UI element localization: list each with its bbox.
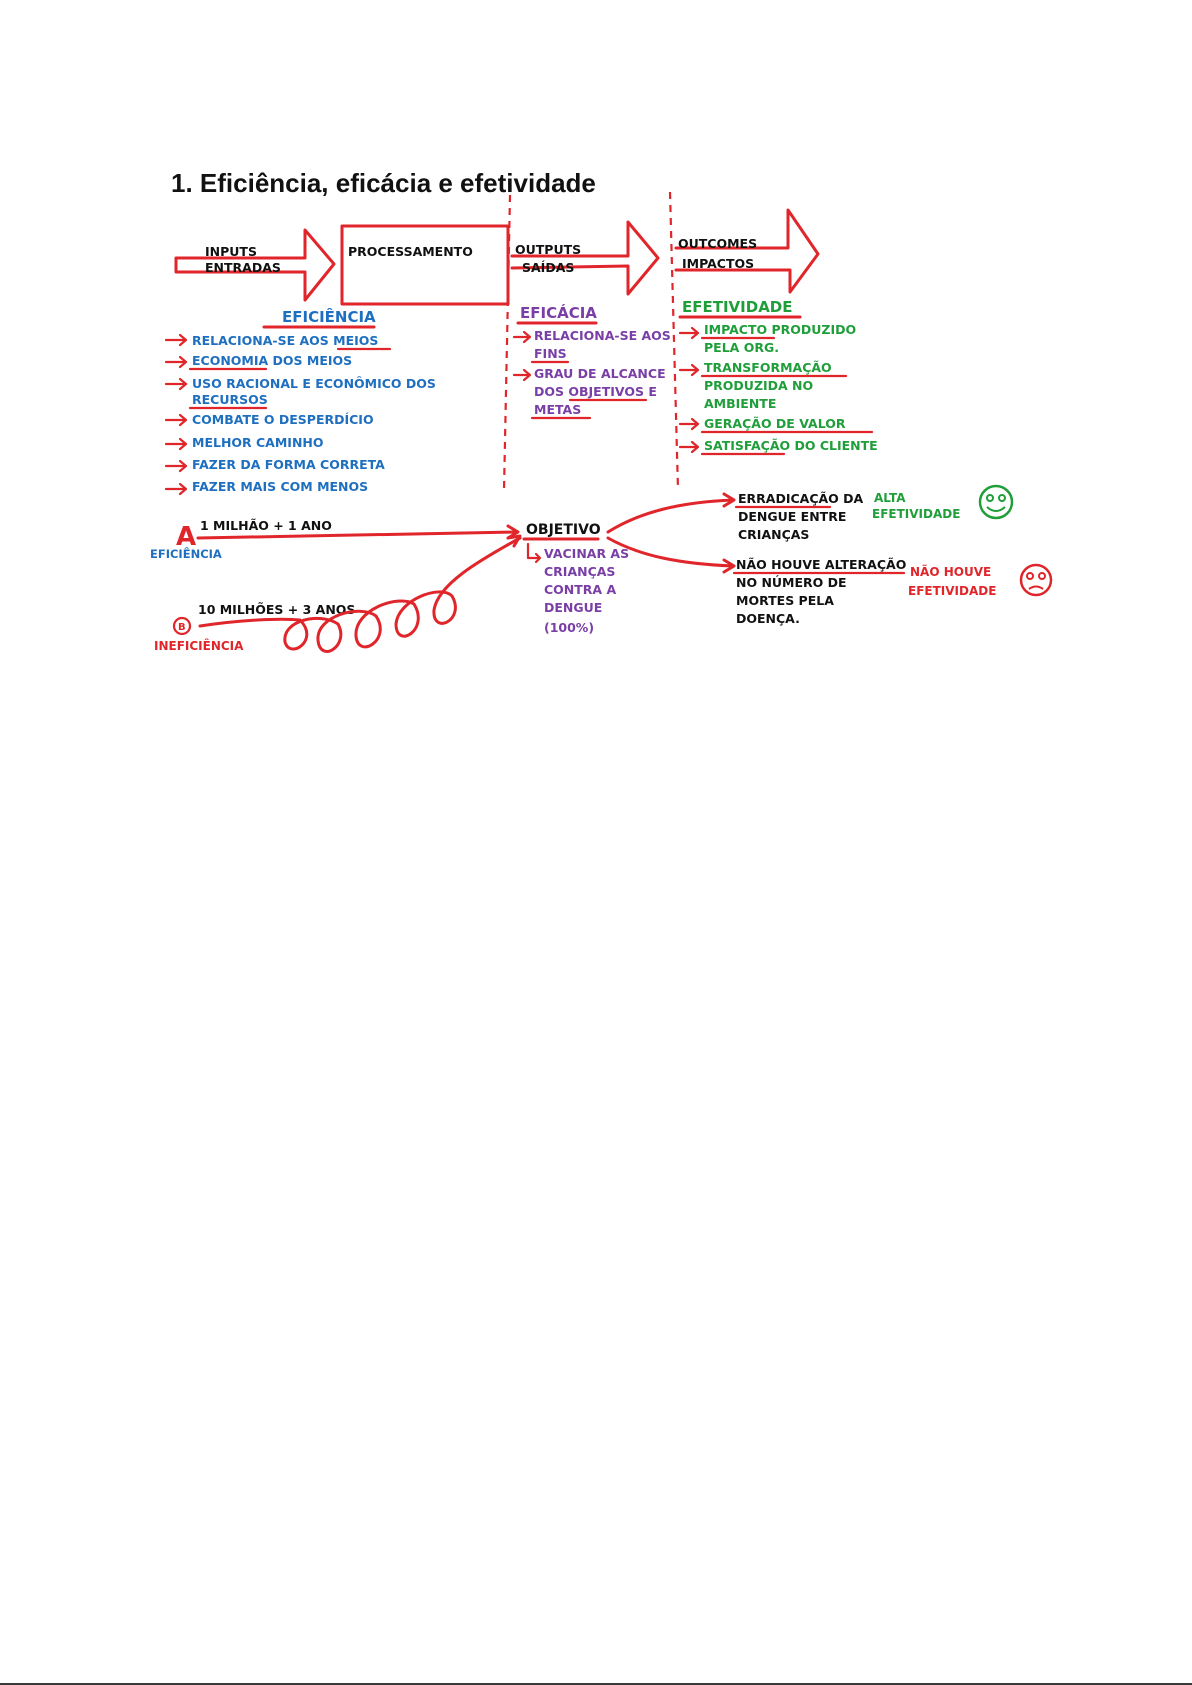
impactos-label: IMPACTOS [682, 256, 754, 271]
objective-line: VACINAR AS [544, 546, 629, 561]
branch-arrow-good [606, 492, 736, 534]
good-outcome-line: DENGUE ENTRE [738, 509, 846, 524]
bullet-arrow-icon [164, 459, 188, 473]
efficacy-line: DOS OBJETIVOS E [534, 384, 657, 399]
bullet-arrow-icon [164, 377, 188, 391]
efficacy-line: RELACIONA-SE AOS [534, 328, 671, 343]
objective-line: (100%) [544, 620, 594, 635]
bullet-arrow-icon [164, 355, 188, 369]
effectiveness-line: TRANSFORMAÇÃO [704, 360, 832, 375]
efficiency-item: FAZER MAIS COM MENOS [192, 479, 368, 494]
processing-box [340, 224, 510, 306]
bad-outcome-line: MORTES PELA [736, 593, 834, 608]
efficiency-item: ECONOMIA DOS MEIOS [192, 353, 352, 368]
effectiveness-list: IMPACTO PRODUZIDO PELA ORG. TRANSFORMAÇÃ… [678, 322, 878, 456]
option-a-cost: 1 MILHÃO + 1 ANO [200, 518, 332, 533]
bullet-arrow-icon [678, 417, 700, 431]
efficacy-list: RELACIONA-SE AOS FINS GRAU DE ALCANCE DO… [512, 328, 671, 420]
efficiency-item: RECURSOS [192, 392, 268, 407]
effectiveness-line: SATISFAÇÃO DO CLIENTE [704, 438, 878, 453]
bad-outcome-line: DOENÇA. [736, 611, 800, 626]
efficacy-line: GRAU DE ALCANCE [534, 366, 666, 381]
objective-line: CRIANÇAS [544, 564, 615, 579]
efficiency-list: RELACIONA-SE AOS MEIOS ECONOMIA DOS MEIO… [164, 333, 436, 496]
option-b-loop-arrow [198, 534, 522, 653]
bullet-arrow-icon [678, 326, 700, 340]
bullet-arrow-icon [512, 368, 532, 382]
outputs-label: OUTPUTS [515, 242, 581, 257]
efficiency-item: RELACIONA-SE AOS MEIOS [192, 333, 378, 348]
effectiveness-line: IMPACTO PRODUZIDO [704, 322, 856, 337]
effectiveness-line: GERAÇÃO DE VALOR [704, 416, 846, 431]
separator-line-1 [502, 194, 512, 491]
bullet-arrow-icon [512, 330, 532, 344]
entradas-label: ENTRADAS [205, 260, 281, 275]
good-outcome-label: ALTA [874, 491, 906, 505]
efficacy-line: METAS [534, 402, 581, 417]
good-outcome-line: CRIANÇAS [738, 527, 809, 542]
option-a-label: EFICIÊNCIA [150, 546, 222, 561]
option-b-cost: 10 MILHÕES + 3 ANOS [198, 602, 355, 617]
good-outcome-line: ERRADICAÇÃO DA [738, 491, 864, 506]
good-outcome-label: EFETIVIDADE [872, 507, 960, 521]
bad-outcome-line: NÃO HOUVE ALTERAÇÃO [736, 557, 906, 572]
effectiveness-line: AMBIENTE [704, 396, 776, 411]
branch-arrow-bad [606, 536, 736, 574]
outputs-arrow [510, 220, 660, 296]
option-a-letter: A [176, 522, 196, 552]
processing-label: PROCESSAMENTO [348, 244, 473, 259]
objective-line: CONTRA A [544, 582, 616, 597]
efficiency-item: COMBATE O DESPERDÍCIO [192, 412, 374, 427]
efficiency-heading: EFICIÊNCIA [282, 307, 376, 326]
smiley-happy-icon [978, 484, 1014, 520]
saidas-label: SAÍDAS [522, 260, 574, 275]
objective-label: OBJETIVO [526, 522, 601, 538]
inputs-label: INPUTS [205, 244, 257, 259]
option-b-letter: B [178, 622, 186, 633]
bullet-arrow-icon [678, 363, 700, 377]
bad-outcome-label: NÃO HOUVE [910, 564, 991, 579]
bad-outcome-label: EFETIVIDADE [908, 584, 996, 598]
outcomes-label: OUTCOMES [678, 236, 757, 251]
option-b-label: INEFICIÊNCIA [154, 638, 244, 653]
effectiveness-heading: EFETIVIDADE [682, 298, 793, 316]
option-b-circle [172, 616, 192, 636]
efficiency-item: FAZER DA FORMA CORRETA [192, 457, 385, 472]
bullet-arrow-icon [164, 437, 188, 451]
efficacy-heading: EFICÁCIA [520, 303, 597, 322]
efficacy-line: FINS [534, 346, 567, 361]
bullet-arrow-icon [164, 482, 188, 496]
effectiveness-line: PELA ORG. [704, 340, 779, 355]
bullet-arrow-icon [164, 333, 188, 347]
objective-bullet-icon [526, 542, 542, 564]
page-bottom-rule [0, 1683, 1192, 1685]
efficiency-item: MELHOR CAMINHO [192, 435, 324, 450]
separator-line-2 [668, 191, 680, 491]
outcomes-arrow [674, 208, 820, 294]
inputs-arrow [174, 228, 336, 302]
efficiency-item: USO RACIONAL E ECONÔMICO DOS [192, 376, 436, 391]
page-title: 1. Eficiência, eficácia e efetividade [171, 168, 596, 198]
smiley-sad-icon [1019, 563, 1053, 597]
effectiveness-line: PRODUZIDA NO [704, 378, 813, 393]
bullet-arrow-icon [678, 440, 700, 454]
bad-outcome-line: NO NÚMERO DE [736, 575, 847, 590]
bullet-arrow-icon [164, 413, 188, 427]
objective-line: DENGUE [544, 600, 602, 615]
